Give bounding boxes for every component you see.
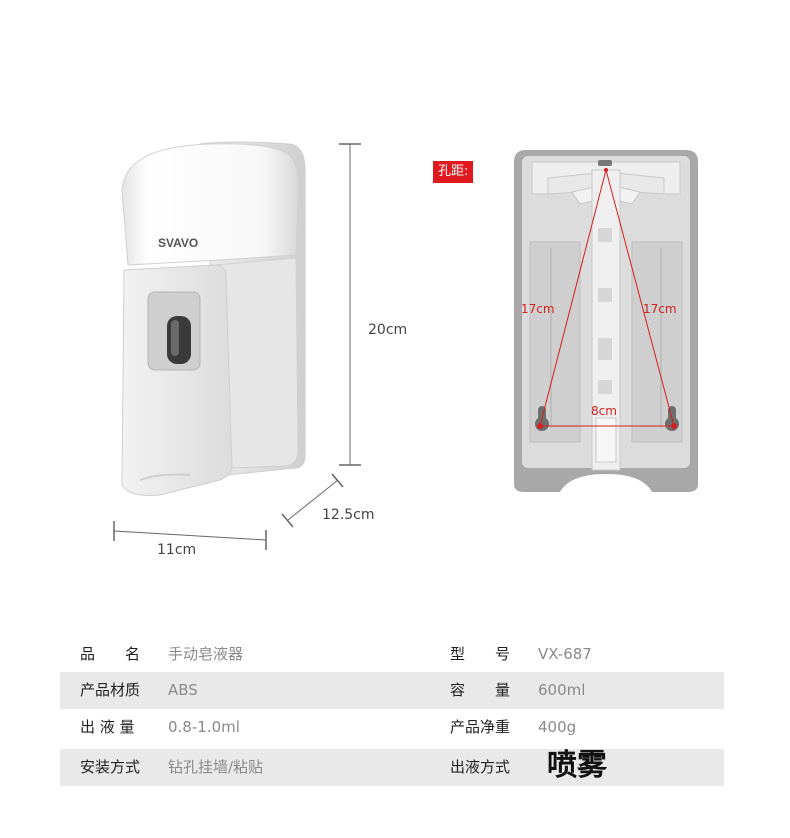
width-label: 11cm xyxy=(157,542,197,558)
spec-row-2: 产品材质 ABS 容 量 600ml xyxy=(60,672,724,709)
spec-install-key: 安装方式 xyxy=(80,758,141,776)
right-distance-label: 17cm xyxy=(643,302,677,316)
spec-weight-value: 400g xyxy=(538,718,577,736)
left-distance-label: 17cm xyxy=(521,302,555,316)
spec-material-value: ABS xyxy=(168,681,198,699)
spec-capacity-key: 容 量 xyxy=(450,681,511,699)
spec-material-key: 产品材质 xyxy=(80,681,141,699)
spec-row-4: 安装方式 钻孔挂墙/粘贴 出液方式 喷雾 xyxy=(60,748,724,786)
dispenser-back-image xyxy=(514,150,698,492)
spec-name-value: 手动皂液器 xyxy=(168,645,244,663)
spec-dispense-key: 出液方式 xyxy=(450,758,511,776)
spec-name-key: 品 名 xyxy=(80,645,141,663)
depth-dimension-line xyxy=(281,473,344,528)
spec-output-value: 0.8-1.0ml xyxy=(168,718,240,736)
spec-capacity-value: 600ml xyxy=(538,681,586,699)
spec-row-1: 品 名 手动皂液器 型 号 VX-687 xyxy=(60,636,724,673)
width-dimension-line xyxy=(113,521,267,550)
dispenser-front-image: SVAVO xyxy=(121,141,306,496)
spec-install-value: 钻孔挂墙/粘贴 xyxy=(168,758,264,776)
hole-distance-tag: 孔距: xyxy=(433,161,474,183)
spec-output-key: 出 液 量 xyxy=(80,718,135,736)
brand-logo: SVAVO xyxy=(158,236,198,250)
depth-label: 12.5cm xyxy=(322,507,375,523)
height-label: 20cm xyxy=(368,322,408,338)
height-dimension-line xyxy=(339,143,361,466)
spec-row-3: 出 液 量 0.8-1.0ml 产品净重 400g xyxy=(60,709,724,746)
spec-model-value: VX-687 xyxy=(538,645,592,663)
bottom-distance-label: 8cm xyxy=(591,404,617,418)
spec-dispense-value: 喷雾 xyxy=(547,748,607,783)
spec-weight-key: 产品净重 xyxy=(450,718,511,736)
spec-model-key: 型 号 xyxy=(450,645,511,663)
